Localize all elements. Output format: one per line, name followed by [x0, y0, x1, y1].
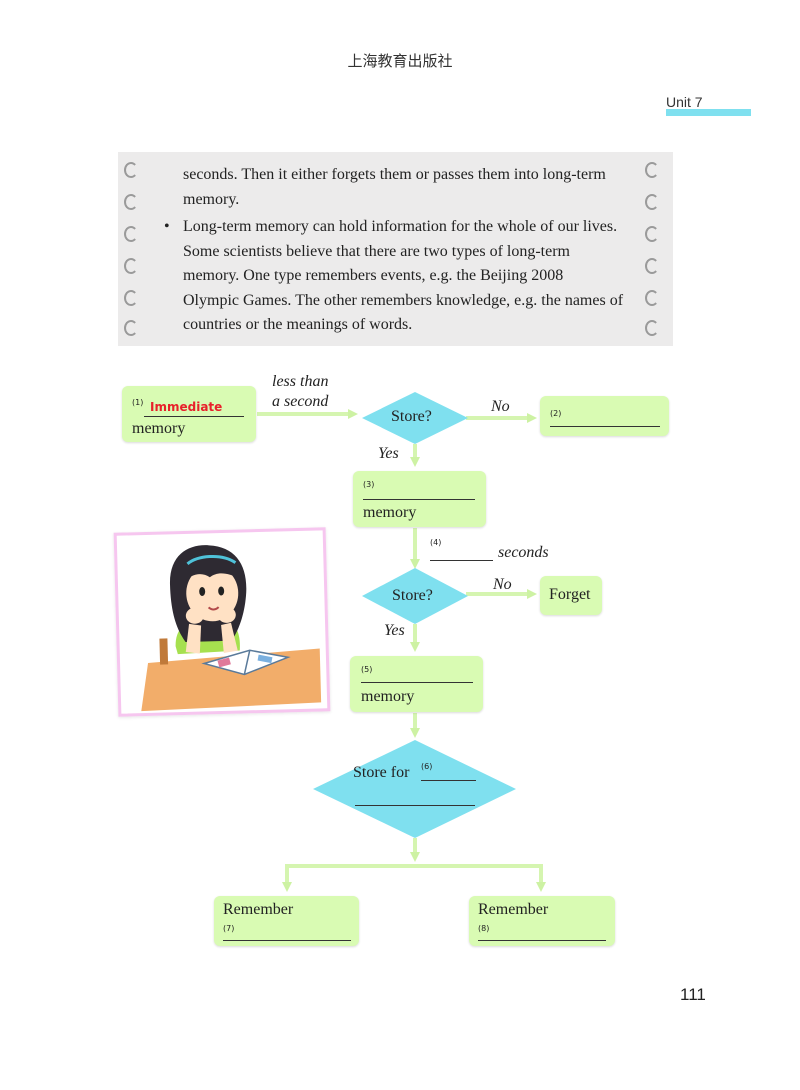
no-label-2: No — [493, 576, 512, 593]
unit-bar — [666, 109, 751, 116]
ring-icon — [124, 162, 138, 178]
box-word: memory — [132, 420, 186, 437]
edge-label-line1: less than — [272, 373, 329, 390]
answer-blank — [363, 499, 475, 500]
bullet-item: • Long-term memory can hold information … — [164, 215, 624, 338]
ring-icon — [124, 194, 138, 210]
box-immediate-memory: (1) Immediate memory — [122, 386, 256, 442]
branch-connector — [285, 864, 543, 888]
edge-label-line2: a second — [272, 393, 329, 410]
decision1-text: Store? — [391, 408, 432, 425]
box-7: Remember (7) — [214, 896, 359, 946]
blank-number: (5) — [361, 665, 373, 674]
answer-blank — [144, 416, 244, 417]
answer-blank — [361, 682, 473, 683]
blank-number: (6) — [421, 762, 433, 771]
answer-blank — [223, 940, 351, 941]
box-5: (5) memory — [350, 656, 483, 712]
answer-blank — [478, 940, 606, 941]
ring-icon — [645, 320, 659, 336]
forget-text: Forget — [549, 586, 591, 603]
ring-icon — [124, 258, 138, 274]
blank-number: (8) — [478, 924, 490, 933]
blank-number: (7) — [223, 924, 235, 933]
page-number: 111 — [680, 985, 706, 1004]
publisher-name: 上海教育出版社 — [347, 52, 453, 70]
blank-number: (3) — [363, 480, 375, 489]
filled-answer: Immediate — [150, 400, 223, 414]
answer-blank — [550, 426, 660, 427]
box-word: Remember — [478, 901, 549, 918]
blank-number: (1) — [132, 398, 144, 407]
answer-blank — [430, 560, 493, 561]
decision3-text: Store for — [353, 764, 410, 781]
bullet-icon: • — [164, 218, 170, 235]
note-paragraph-2: Long-term memory can hold information fo… — [183, 218, 624, 333]
answer-blank — [421, 780, 476, 781]
decision3-diamond — [313, 740, 516, 838]
ring-icon — [645, 290, 659, 306]
ring-icon — [124, 226, 138, 242]
box-2: (2) — [540, 396, 669, 436]
answer-blank — [355, 805, 475, 806]
ring-icon — [645, 194, 659, 210]
yes-label-1: Yes — [378, 445, 399, 462]
box-forget: Forget — [540, 576, 602, 615]
no-label-1: No — [491, 398, 510, 415]
box-3: (3) memory — [353, 471, 486, 527]
note-card — [118, 152, 673, 346]
ring-icon — [645, 162, 659, 178]
blank-number: (4) — [430, 538, 442, 547]
note-text: seconds. Then it either forgets them or … — [164, 163, 624, 341]
box-8: Remember (8) — [469, 896, 615, 946]
decision2-diamond — [362, 568, 468, 624]
box-word: memory — [361, 688, 415, 705]
box-word: Remember — [223, 901, 294, 918]
yes-label-2: Yes — [384, 622, 405, 639]
blank-number: (2) — [550, 409, 562, 418]
ring-icon — [124, 290, 138, 306]
decision1-diamond — [362, 392, 468, 444]
ring-icon — [124, 320, 138, 336]
ring-icon — [645, 258, 659, 274]
box-word: memory — [363, 504, 417, 521]
edge-label-seconds: seconds — [498, 544, 549, 561]
girl-reading-icon — [141, 545, 322, 712]
note-line-1: seconds. Then it either forgets them or … — [183, 166, 606, 208]
ring-icon — [645, 226, 659, 242]
illustration-frame — [113, 527, 331, 717]
decision2-text: Store? — [392, 587, 433, 604]
unit-label: Unit 7 — [666, 94, 703, 110]
